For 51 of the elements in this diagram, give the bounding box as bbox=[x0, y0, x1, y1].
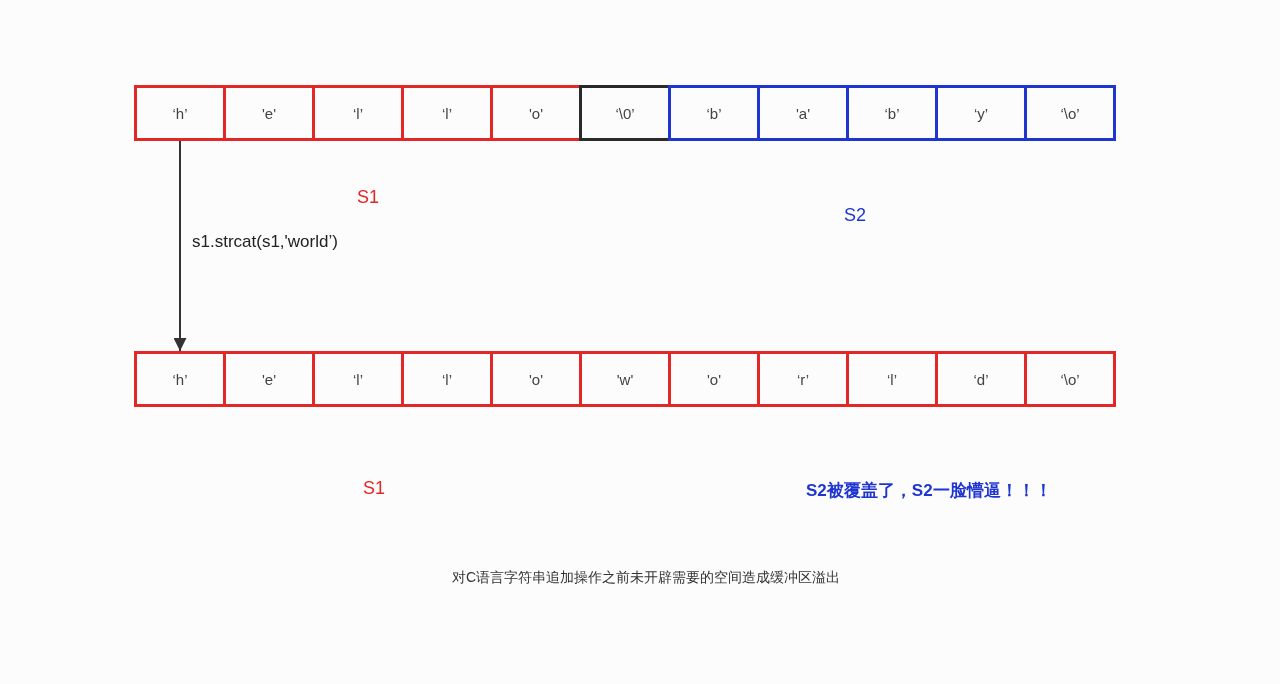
cell-character: ‘l’ bbox=[353, 370, 363, 388]
array-cell bbox=[223, 351, 315, 407]
array-cell bbox=[757, 85, 849, 141]
cell-character: ‘\o’ bbox=[1060, 370, 1080, 388]
cell-character: ‘b’ bbox=[706, 104, 722, 122]
string-name: S1 bbox=[363, 478, 386, 499]
string-name: S2 bbox=[844, 205, 867, 226]
cell-character: ‘r’ bbox=[796, 370, 810, 388]
array-cell bbox=[134, 85, 226, 141]
cell-character: 'o' bbox=[528, 370, 544, 388]
array-cell bbox=[846, 351, 938, 407]
cell-character: ‘\o’ bbox=[1060, 104, 1080, 122]
caption: 对C语言字符串追加操作之前未开辟需要的空间造成缓冲区溢出 bbox=[451, 569, 841, 587]
array-cell bbox=[490, 351, 582, 407]
cell-character: ‘h’ bbox=[172, 104, 188, 122]
edge-label: s1.strcat(s1,'world’) bbox=[190, 232, 340, 252]
array-cell bbox=[668, 351, 760, 407]
annotation-text: S2被覆盖了，S2一脸懵逼！！！ bbox=[806, 480, 1052, 502]
array-cell bbox=[668, 85, 760, 141]
array-cell bbox=[757, 351, 849, 407]
cell-character: ‘\0’ bbox=[615, 104, 635, 122]
array-cell bbox=[579, 351, 671, 407]
string-name: S1 bbox=[357, 187, 380, 208]
cell-character: ‘l’ bbox=[442, 104, 452, 122]
cell-character: 'o' bbox=[706, 370, 722, 388]
array-cell bbox=[1024, 351, 1116, 407]
cell-character: ‘b’ bbox=[884, 104, 900, 122]
cell-character: ‘y’ bbox=[973, 104, 989, 122]
array-cell bbox=[401, 85, 493, 141]
cell-character: ‘l’ bbox=[887, 370, 897, 388]
array-cell bbox=[579, 85, 671, 141]
array-cell bbox=[1024, 85, 1116, 141]
array-cell bbox=[223, 85, 315, 141]
cell-character: ‘h’ bbox=[172, 370, 188, 388]
cell-character: ‘d’ bbox=[973, 370, 989, 388]
array-cell bbox=[490, 85, 582, 141]
array-cell bbox=[134, 351, 226, 407]
array-cell bbox=[846, 85, 938, 141]
cell-character: 'w' bbox=[616, 370, 634, 388]
array-cell bbox=[935, 85, 1027, 141]
arrow bbox=[173, 140, 187, 352]
array-cell bbox=[312, 85, 404, 141]
array-cell bbox=[401, 351, 493, 407]
cell-character: 'e' bbox=[261, 370, 277, 388]
cell-character: ‘l’ bbox=[353, 104, 363, 122]
array-cell bbox=[312, 351, 404, 407]
cell-character: 'o' bbox=[528, 104, 544, 122]
cell-character: 'e' bbox=[261, 104, 277, 122]
array-cell bbox=[935, 351, 1027, 407]
cell-character: ‘l’ bbox=[442, 370, 452, 388]
cell-character: 'a' bbox=[795, 104, 811, 122]
